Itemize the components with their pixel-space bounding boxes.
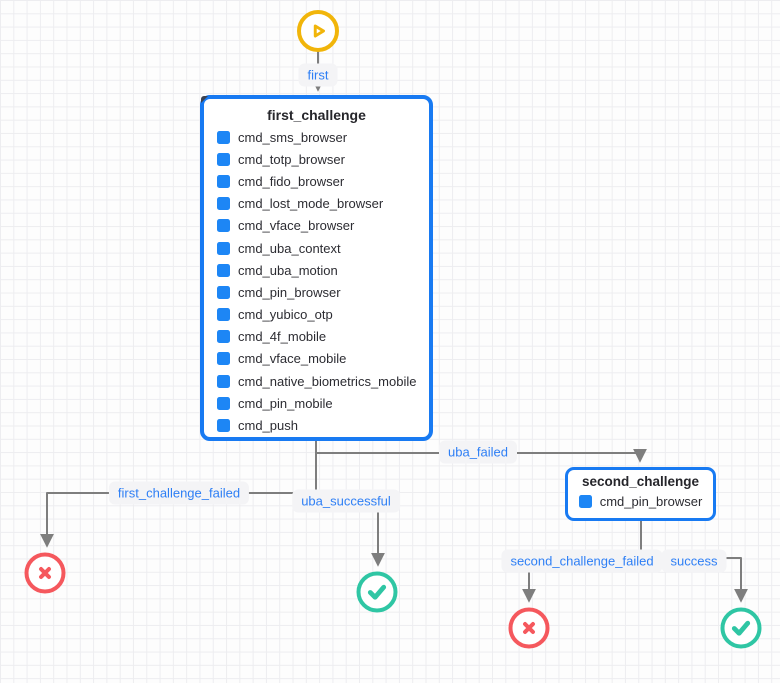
play-icon [313,24,325,38]
node-second-challenge[interactable]: second_challenge cmd_pin_browser [565,467,716,521]
command-square-icon [217,241,230,255]
command-square-icon [217,219,230,233]
command-square-icon [217,308,230,322]
command-item[interactable]: cmd_pin_browser [217,281,425,303]
command-label: cmd_push [238,418,298,434]
command-label: cmd_pin_mobile [238,395,333,411]
command-label: cmd_fido_browser [238,173,345,189]
edge-label-success[interactable]: success [661,549,727,573]
command-label: cmd_sms_browser [238,129,348,145]
command-square-icon [217,330,230,344]
command-item[interactable]: cmd_vface_mobile [217,348,425,370]
failure-node-first-challenge[interactable] [24,552,66,594]
command-item[interactable]: cmd_fido_browser [217,170,425,192]
command-item[interactable]: cmd_4f_mobile [217,326,425,348]
command-item[interactable]: cmd_totp_browser [217,148,425,170]
command-square-icon [217,374,230,388]
command-list: cmd_pin_browser [568,491,713,511]
command-label: cmd_4f_mobile [238,329,327,345]
command-label: cmd_vface_mobile [238,351,347,367]
command-item[interactable]: cmd_uba_context [217,237,425,259]
command-item[interactable]: cmd_yubico_otp [217,304,425,326]
x-circle-icon [523,622,535,634]
command-square-icon [217,197,230,211]
command-label: cmd_pin_browser [238,284,341,300]
edge-label-second-challenge-failed[interactable]: second_challenge_failed [501,549,663,573]
command-square-icon [217,396,230,410]
command-label: cmd_native_biometrics_mobile [238,373,417,389]
command-item[interactable]: cmd_lost_mode_browser [217,193,425,215]
node-title: first_challenge [267,107,366,123]
command-label: cmd_vface_browser [238,218,355,234]
success-node-final[interactable] [720,607,762,649]
edge-uba-failed[interactable] [316,448,647,463]
command-square-icon [217,174,230,188]
command-item[interactable]: cmd_sms_browser [217,126,425,148]
edge-label-uba-failed[interactable]: uba_failed [439,440,517,464]
command-label: cmd_lost_mode_browser [238,196,384,212]
command-list: cmd_sms_browser cmd_totp_browser cmd_fid… [204,125,429,437]
command-item[interactable]: cmd_native_biometrics_mobile [217,370,425,392]
command-label: cmd_pin_browser [599,493,703,509]
selection-corner-mark [201,96,208,103]
command-square-icon [217,419,230,433]
start-node[interactable] [297,10,339,52]
command-label: cmd_uba_motion [238,262,338,278]
edge-label-first-challenge-failed[interactable]: first_challenge_failed [108,481,250,505]
command-square-icon [217,152,230,166]
edge-label-first[interactable]: first [298,63,338,87]
x-circle-icon [39,567,51,579]
check-circle-icon [367,584,387,600]
command-item[interactable]: cmd_pin_browser [568,491,713,511]
command-square-icon [217,130,230,144]
command-square-icon [217,285,230,299]
command-square-icon [217,263,230,277]
command-square-icon [578,494,592,508]
command-item[interactable]: cmd_vface_browser [217,215,425,237]
node-title: second_challenge [581,474,700,489]
edge-label-uba-successful[interactable]: uba_successful [292,489,400,513]
command-label: cmd_totp_browser [238,151,345,167]
check-circle-icon [731,620,751,636]
command-square-icon [217,352,230,366]
command-item[interactable]: cmd_pin_mobile [217,392,425,414]
command-label: cmd_yubico_otp [238,307,333,323]
success-node-uba[interactable] [356,571,398,613]
command-item[interactable]: cmd_push [217,414,425,436]
command-item[interactable]: cmd_uba_motion [217,259,425,281]
node-first-challenge[interactable]: first_challenge cmd_sms_browser cmd_totp… [200,95,433,441]
failure-node-second-challenge[interactable] [508,607,550,649]
command-label: cmd_uba_context [238,240,341,256]
